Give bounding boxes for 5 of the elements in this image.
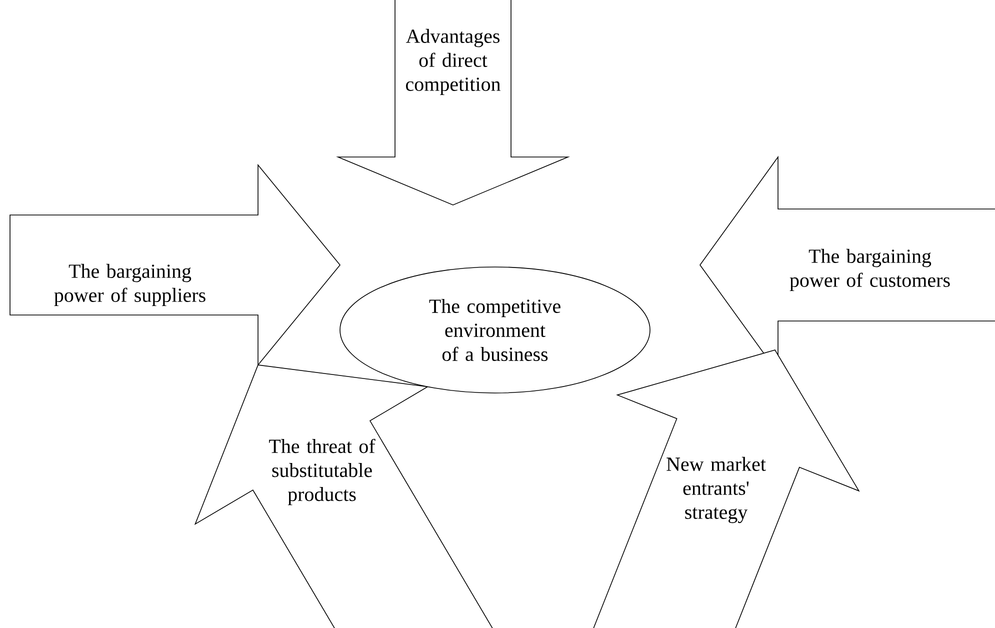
arrow-label: New market entrants' strategy xyxy=(666,456,766,524)
arrow-label: The bargaining power of customers xyxy=(790,248,950,292)
arrow-label: The bargaining power of suppliers xyxy=(54,264,206,306)
arrow-label: Advantages of direct competition xyxy=(406,28,500,96)
arrow-label: The threat of substitutable products xyxy=(269,438,376,506)
